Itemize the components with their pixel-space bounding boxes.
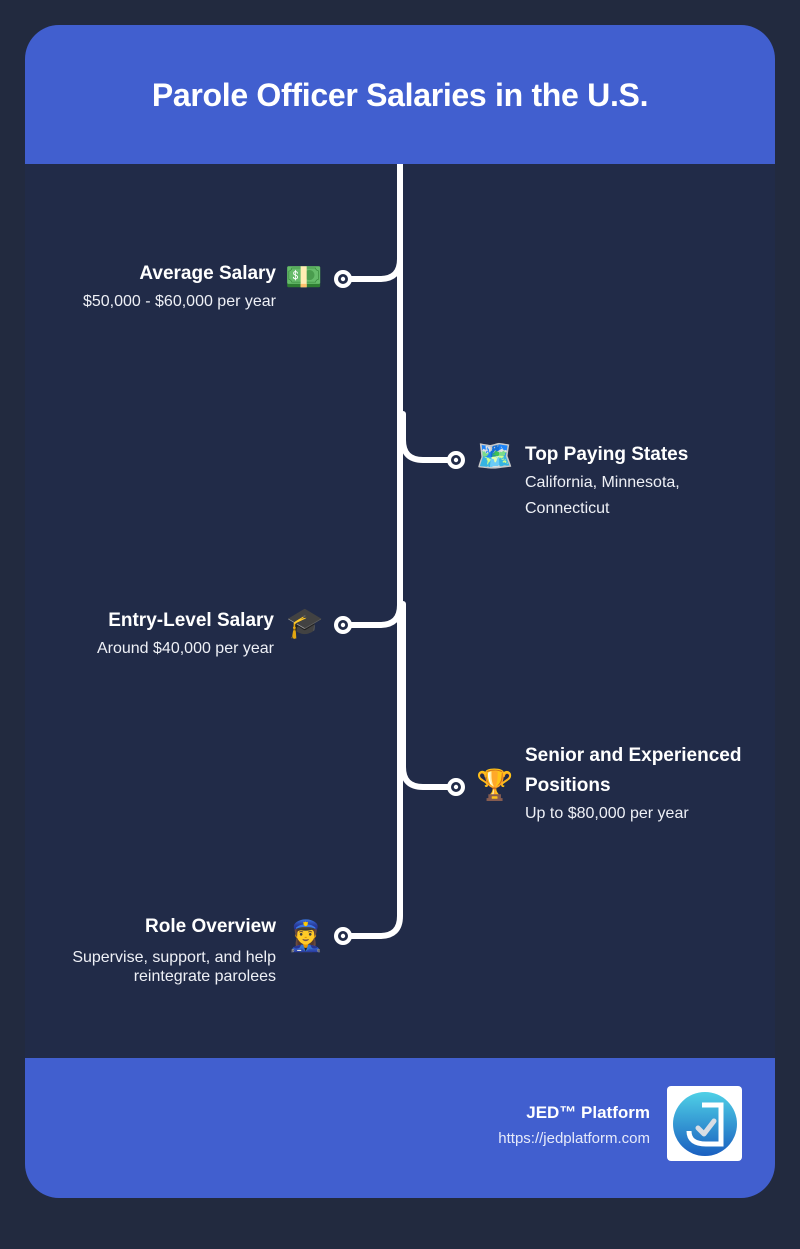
brand-url[interactable]: https://jedplatform.com	[498, 1130, 650, 1147]
timeline-item-role-overview: Role Overview Supervise, support, and he…	[25, 912, 276, 986]
item-title: Average Salary	[139, 263, 276, 284]
brand-block: JED™ Platform https://jedplatform.com	[498, 1099, 650, 1151]
jed-logo-icon	[672, 1091, 737, 1156]
timeline-item-entry-level-salary: Entry-Level Salary Around $40,000 per ye…	[25, 606, 274, 662]
world-map-icon: 🗺️	[476, 439, 514, 474]
brand-name: JED™ Platform	[526, 1103, 650, 1122]
timeline-item-top-paying-states: Top Paying States California, Minnesota,…	[525, 440, 725, 522]
item-title: Entry-Level Salary	[108, 610, 274, 631]
timeline-item-average-salary: Average Salary $50,000 - $60,000 per yea…	[25, 259, 276, 315]
item-title: Senior and Experienced Positions	[525, 745, 742, 796]
police-officer-icon: 👮‍♀️	[287, 919, 325, 954]
item-description: Supervise, support, and help reintegrate…	[72, 949, 276, 985]
infographic-card: Parole Officer Salaries in the U.S.	[25, 25, 775, 1198]
item-title: Role Overview	[145, 916, 276, 937]
timeline: Average Salary $50,000 - $60,000 per yea…	[25, 164, 775, 1058]
footer-banner: JED™ Platform https://jedplatform.com	[25, 1058, 775, 1198]
jed-logo[interactable]	[667, 1086, 742, 1161]
header-banner: Parole Officer Salaries in the U.S.	[25, 25, 775, 164]
item-description: California, Minnesota, Connecticut	[525, 474, 680, 517]
timeline-item-senior-positions: Senior and Experienced Positions Up to $…	[525, 741, 755, 827]
item-description: $50,000 - $60,000 per year	[82, 293, 276, 310]
timeline-connector-lines	[334, 164, 465, 945]
page-title: Parole Officer Salaries in the U.S.	[151, 77, 649, 113]
item-description: Up to $80,000 per year	[525, 805, 689, 822]
item-description: Around $40,000 per year	[96, 640, 274, 657]
graduation-cap-icon: 🎓	[286, 606, 324, 641]
trophy-icon: 🏆	[476, 768, 514, 803]
item-title: Top Paying States	[525, 444, 689, 465]
money-icon: 💵	[285, 260, 323, 295]
